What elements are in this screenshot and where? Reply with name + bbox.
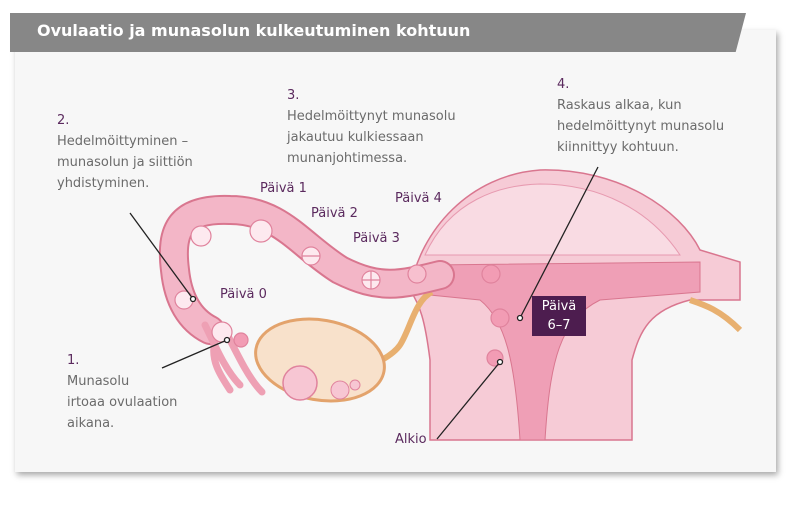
egg-cell xyxy=(233,332,249,348)
step-number: 3. xyxy=(287,88,300,103)
day-6-7-line2: 6–7 xyxy=(547,318,571,333)
day-1-label: Päivä 1 xyxy=(260,181,307,196)
day-6-7-line1: Päivä xyxy=(541,299,577,314)
step-line: Raskaus alkaa, kun xyxy=(557,98,682,113)
header-bar xyxy=(10,13,746,52)
step-number: 4. xyxy=(557,77,570,92)
step-3-text: 3. Hedelmöittynyt munasolu jakautuu kulk… xyxy=(287,85,456,169)
step-1-text: 1. Munasolu irtoaa ovulaation aikana. xyxy=(67,350,177,434)
step-4-text: 4. Raskaus alkaa, kun hedelmöittynyt mun… xyxy=(557,74,724,158)
step-line: yhdistyminen. xyxy=(57,176,150,191)
step-line: Munasolu xyxy=(67,374,130,389)
step-number: 2. xyxy=(57,113,70,128)
fallopian-tube xyxy=(158,194,455,345)
step-number: 1. xyxy=(67,353,80,368)
step-line: jakautuu kulkiessaan xyxy=(287,130,424,145)
step-line: Hedelmöittyminen – xyxy=(57,134,189,149)
step-line: Hedelmöittynyt munasolu xyxy=(287,109,456,124)
day-2-label: Päivä 2 xyxy=(311,206,358,221)
step-2-text: 2. Hedelmöittyminen – munasolun ja siitt… xyxy=(57,110,193,194)
step-line: hedelmöittynyt munasolu xyxy=(557,119,725,134)
ovary xyxy=(254,317,386,403)
day-3-label: Päivä 3 xyxy=(353,231,400,246)
day-4-label: Päivä 4 xyxy=(395,191,442,206)
day-6-7-badge: Päivä 6–7 xyxy=(532,296,586,336)
day-0-label: Päivä 0 xyxy=(220,287,267,302)
step-line: aikana. xyxy=(67,416,115,431)
page-title: Ovulaatio ja munasolun kulkeutuminen koh… xyxy=(37,21,471,40)
step-line: kiinnittyy kohtuun. xyxy=(557,140,679,155)
embryo-label: Alkio xyxy=(395,432,427,447)
step-line: munasolun ja siittiön xyxy=(57,155,193,170)
step-line: irtoaa ovulaation xyxy=(67,395,178,410)
step-line: munanjohtimessa. xyxy=(287,151,408,166)
